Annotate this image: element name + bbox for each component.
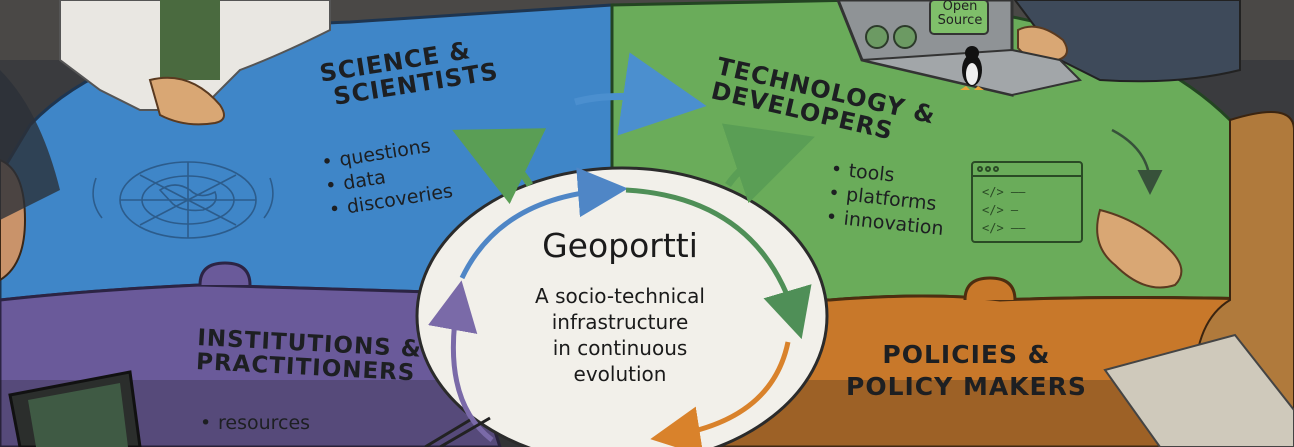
arrow-to-technology <box>721 123 815 204</box>
cycle-arrow-purple <box>428 280 494 442</box>
center-subtitle-line: in continuous <box>552 336 688 360</box>
pencil-strokes <box>424 416 491 447</box>
institutions-bullets: resources <box>200 412 310 436</box>
open-source-sticker-text: Open Source <box>933 0 987 27</box>
open-source-line: Source <box>937 12 983 28</box>
svg-text:</> —: </> — <box>982 203 1019 217</box>
policies-title-line-2: Policy Makers <box>846 372 1087 402</box>
open-source-sticker <box>929 0 989 35</box>
scientist-hand <box>148 76 225 126</box>
linux-penguin-icon <box>960 46 984 90</box>
notebook <box>1103 333 1294 447</box>
svg-text:</> ——: </> —— <box>982 221 1026 235</box>
center-title: Geoportti <box>542 226 698 265</box>
arrow-science-to-technology <box>574 52 707 136</box>
open-source-line: Open <box>942 0 978 14</box>
developer-figure <box>1013 0 1241 83</box>
center-subtitle-line: infrastructure <box>551 310 689 334</box>
right-hand <box>1096 208 1183 289</box>
institutions-bullet: resources <box>200 412 310 436</box>
center-subtitle: A socio-technical infrastructure in cont… <box>470 283 770 387</box>
policies-title: Policies & Policy Makers <box>846 340 1087 402</box>
code-window-icon: </> —— </> — </> —— <box>971 161 1083 243</box>
arrow-technology-down <box>1111 128 1163 195</box>
svg-text:</> ——: </> —— <box>982 185 1026 199</box>
technology-bullets: tools platforms innovation <box>825 158 950 241</box>
laptop-icon <box>836 0 1082 97</box>
policies-title-line-1: Policies & <box>882 340 1051 369</box>
cycle-arrow-blue <box>459 167 628 280</box>
arrow-to-science <box>452 128 547 205</box>
center-subtitle-line: evolution <box>573 362 667 386</box>
cycle-arrow-green <box>625 187 812 340</box>
center-subtitle-line: A socio-technical <box>535 284 705 308</box>
cycle-arrow-orange <box>650 341 791 447</box>
map-sketch-icon <box>92 161 274 239</box>
